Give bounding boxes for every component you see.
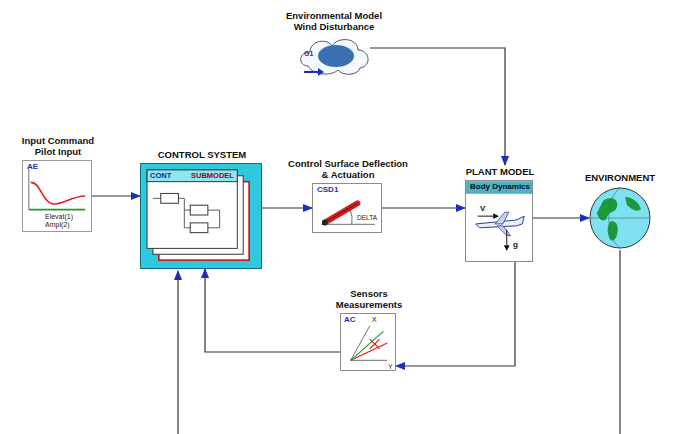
- block-title: CONTROL SYSTEM: [140, 150, 264, 161]
- input-command-icon: Input Command Pilot InputAEElevat(1)Ampl…: [22, 160, 92, 232]
- signal-arrow: [205, 269, 340, 352]
- signal-arrow: [262, 207, 312, 208]
- icon-graphic: [23, 161, 91, 231]
- environment-globe: ENVIRONMENT: [589, 187, 651, 249]
- signal-arrow: [396, 262, 515, 366]
- block-title: Sensors Measurements: [327, 289, 411, 311]
- external-output-line: [619, 250, 620, 434]
- block-title: Control Surface Deflection & Actuation: [286, 159, 410, 181]
- icon-graphic: [589, 187, 651, 249]
- icon-label: Ampl(2): [45, 221, 70, 229]
- icon-label: Y: [388, 363, 393, 371]
- icon-label: SUBMODEL: [191, 172, 234, 180]
- icon-label: g: [513, 241, 518, 250]
- icon-graphic: [466, 181, 532, 261]
- signal-arrow: [533, 217, 589, 218]
- block-title: ENVIRONMENT: [575, 173, 665, 184]
- icon-label: X: [372, 316, 377, 324]
- icon-label: DELTA: [357, 214, 377, 221]
- icon-label: AC: [344, 316, 356, 325]
- signal-arrow: [92, 195, 140, 196]
- block-title: Input Command Pilot Input: [12, 136, 104, 158]
- control-system-block: CONTROL SYSTEMCONTSUBMODEL: [140, 163, 262, 269]
- icon-label: G1: [304, 50, 313, 58]
- signal-arrow: [370, 48, 505, 165]
- icon-graphic: [141, 164, 261, 268]
- icon-label: V: [480, 205, 485, 214]
- plant-model-block: PLANT MODELBody DynamicsVg: [465, 180, 533, 262]
- block-title: PLANT MODEL: [455, 167, 545, 178]
- external-input-line: [177, 271, 178, 434]
- icon-label: Body Dynamics: [470, 183, 530, 192]
- wind-disturbance-cloud: Environmental Model Wind DisturbanceG1: [298, 36, 370, 76]
- actuator-icon: Control Surface Deflection & ActuationCS…: [312, 183, 382, 233]
- icon-label: CSD1: [317, 186, 338, 195]
- icon-label: AE: [27, 163, 38, 172]
- icon-label: CONT: [150, 172, 171, 180]
- block-title: Environmental Model Wind Disturbance: [278, 11, 390, 33]
- sensors-icon: Sensors MeasurementsACXY: [340, 313, 396, 371]
- signal-arrow: [382, 207, 465, 208]
- icon-label: Elevat(1): [45, 213, 73, 221]
